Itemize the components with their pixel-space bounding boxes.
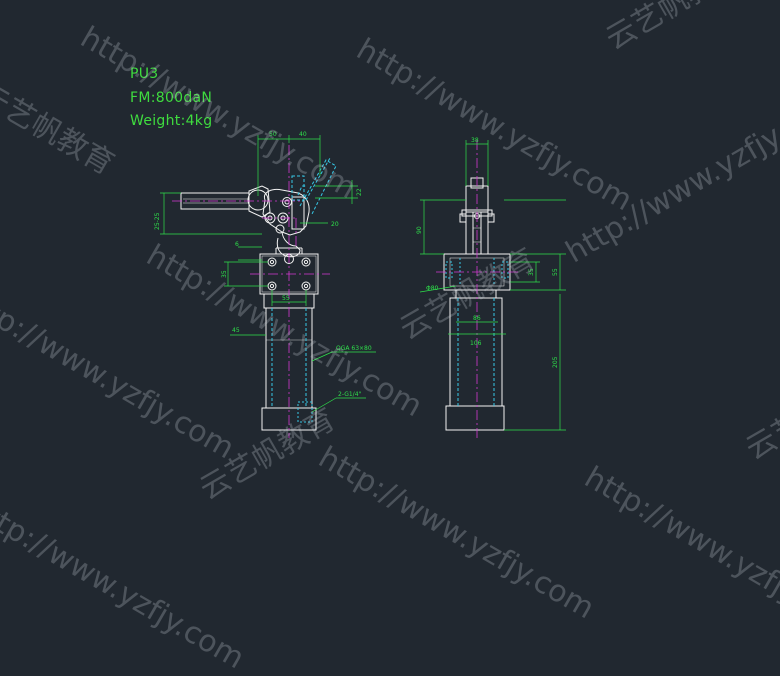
- handle: [181, 186, 270, 217]
- callout-air-port: 2-G1/4": [338, 391, 362, 398]
- dim-front-40: 40: [299, 131, 307, 138]
- dim-side-35: 35: [528, 268, 535, 276]
- dim-front-22: 22: [356, 188, 363, 196]
- side-dimension-lines: [420, 140, 566, 430]
- dim-side-205: 205: [552, 356, 559, 368]
- dim-front-6: 6: [235, 241, 239, 248]
- force-label: FM:800daN: [130, 90, 212, 106]
- dim-front-25-25: 25-25: [154, 212, 161, 230]
- dim-front-55: 55: [282, 295, 290, 302]
- model-label: PU3: [130, 66, 159, 82]
- dim-front-35: 35: [221, 270, 228, 278]
- dim-side-86: 86: [473, 315, 481, 322]
- dim-front-20: 20: [331, 221, 339, 228]
- side-centerlines: [436, 140, 520, 438]
- side-view: 38 90 35 55 Φ80 86 106 205: [416, 137, 566, 438]
- weight-label: Weight:4kg: [130, 113, 212, 129]
- front-dimension-lines: [160, 135, 376, 412]
- side-cylinder: [446, 290, 504, 430]
- front-view: 50 40 22 20 6 35 55 45 25-25 QGA 63×80 2…: [154, 131, 376, 438]
- dim-side-90: 90: [416, 226, 423, 234]
- dim-side-38: 38: [471, 137, 479, 144]
- dim-side-55: 55: [552, 268, 559, 276]
- dim-side-phi80: Φ80: [426, 285, 439, 292]
- callout-cylinder-model: QGA 63×80: [336, 345, 372, 352]
- dim-side-106: 106: [470, 340, 482, 347]
- cad-drawing: 50 40 22 20 6 35 55 45 25-25 QGA 63×80 2…: [0, 0, 780, 558]
- front-dimension-texts: 50 40 22 20 6 35 55 45 25-25 QGA 63×80 2…: [154, 131, 372, 398]
- dim-front-50: 50: [269, 131, 277, 138]
- dim-front-45: 45: [232, 327, 240, 334]
